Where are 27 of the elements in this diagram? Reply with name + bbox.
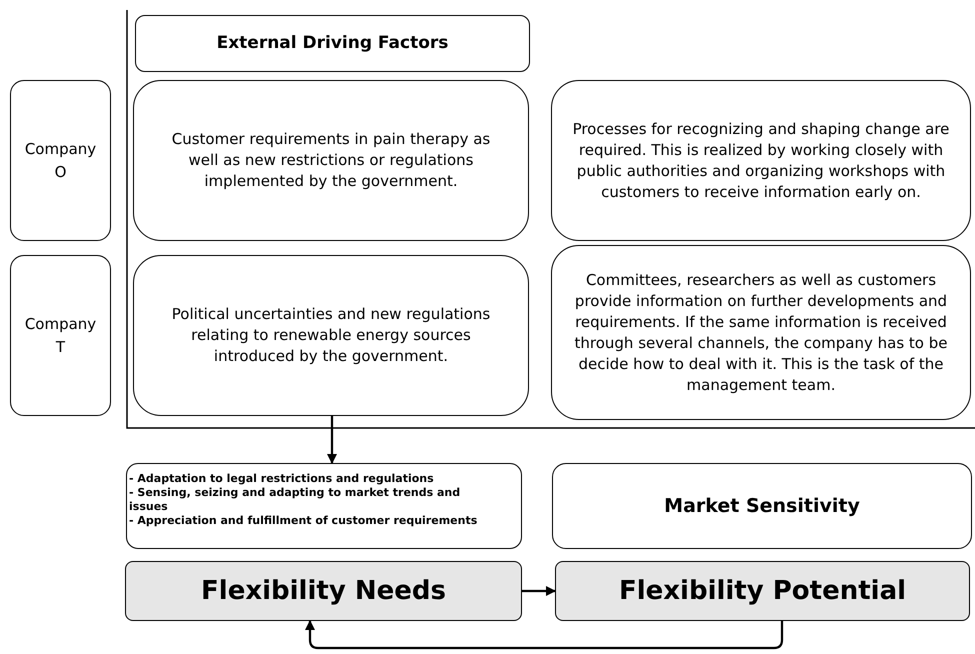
rounded-box (552, 463, 972, 549)
rounded-box (133, 255, 529, 416)
rounded-box (133, 80, 529, 241)
box-text: Customer requirements in pain therapy as well as new restrictions or regulations implemented by the government. (170, 129, 492, 192)
company-label: Company O (24, 139, 98, 182)
list-item: - Appreciation and fulfillment of customer requirements (129, 514, 478, 528)
concept-box (125, 561, 522, 621)
company-label: Company T (24, 314, 98, 358)
rounded-box (135, 15, 530, 72)
concept-box (555, 561, 970, 621)
rounded-box (10, 80, 111, 241)
rounded-box (551, 245, 971, 420)
arrow (522, 586, 556, 596)
box-text: Flexibility Potential (618, 574, 906, 608)
box-text: Market Sensitivity (664, 494, 860, 519)
list-item: - Adaptation to legal restrictions and regulations (129, 472, 435, 486)
box-text: Processes for recognizing and shaping change are required. This is realized by working closely with public authorities and organizing workshops with customers to receive information early on. (572, 118, 950, 202)
rounded-box (126, 463, 522, 549)
box-text: External Driving Factors (216, 32, 448, 55)
arrow (305, 620, 784, 650)
box-text: Committees, researchers as well as customers provide information on further developments and requirements. If the same information is received through several channels, the company has to be decide how to deal with it. This is the task of the management team. (573, 270, 948, 396)
rounded-box (551, 80, 971, 241)
rounded-box (10, 255, 111, 416)
list-item: - Sensing, seizing and adapting to market trends and issues (129, 486, 462, 514)
box-text: Political uncertainties and new regulations relating to renewable energy sources introduced by the government. (170, 304, 492, 367)
box-text: Flexibility Needs (201, 574, 446, 608)
arrow (327, 416, 337, 464)
